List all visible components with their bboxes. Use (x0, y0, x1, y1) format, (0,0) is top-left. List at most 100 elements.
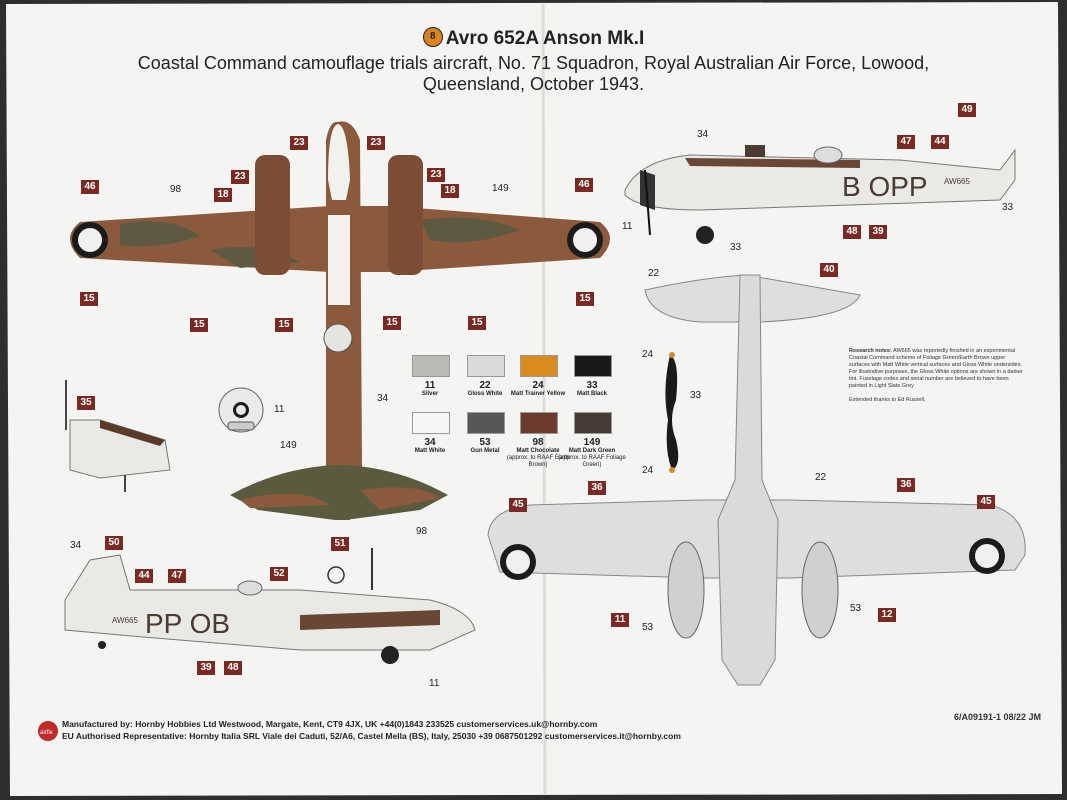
nacelle-right (801, 541, 839, 639)
callout: 44 (931, 135, 949, 149)
callout: 34 (697, 129, 709, 140)
wheel-top (696, 226, 714, 244)
callout: 53 (642, 622, 654, 633)
side-code-bottom: PP OB (145, 608, 230, 639)
callout: 46 (81, 180, 99, 194)
callout: 33 (690, 390, 702, 401)
propeller (665, 355, 679, 470)
callout: 15 (275, 318, 293, 332)
callout: 15 (190, 318, 208, 332)
paint-swatch-149 (574, 412, 612, 434)
callout: 48 (224, 661, 242, 675)
callout: 36 (588, 481, 606, 495)
callout: 53 (850, 603, 862, 614)
nacelle-left (667, 541, 705, 639)
paint-swatch-22 (467, 355, 505, 377)
top-canopy (328, 124, 350, 200)
top-fuselage-glazing (328, 215, 350, 305)
underside-fuselage (717, 274, 779, 686)
top-wing-camo (120, 217, 520, 268)
callout: 149 (492, 183, 509, 194)
print-code: 6/A09191-1 08/22 JM (953, 712, 1041, 722)
paint-swatch-98 (520, 412, 558, 434)
callout: 51 (331, 537, 349, 551)
callout: 48 (843, 225, 861, 239)
callout: 47 (897, 135, 915, 149)
side-view-bottom: PP OB AW665 (64, 548, 476, 664)
paint-swatch-34 (412, 412, 450, 434)
title-text: Avro 652A Anson Mk.I (445, 28, 645, 49)
callout: 11 (274, 404, 285, 415)
callout: 34 (70, 540, 82, 551)
subtitle-line1: Coastal Command camouflage trials aircra… (137, 53, 930, 73)
callout: 18 (214, 188, 232, 202)
airfix-logo (38, 721, 58, 741)
callout: 47 (168, 569, 186, 583)
footer-line1: Manufactured by: Hornby Hobbies Ltd West… (62, 719, 598, 729)
callout: 46 (575, 178, 593, 192)
page-fold (541, 3, 547, 795)
callout: 11 (622, 221, 633, 232)
callout: 15 (80, 292, 98, 306)
callout: 23 (427, 168, 445, 182)
callout: 98 (416, 526, 428, 537)
callout: 49 (958, 103, 976, 117)
callout: 34 (377, 393, 389, 404)
callout: 45 (509, 498, 527, 512)
callout: 39 (869, 225, 887, 239)
callout: 24 (642, 349, 654, 360)
side-code-top: B OPP (842, 171, 928, 202)
callout: 52 (270, 567, 288, 581)
callout: 33 (1002, 202, 1014, 213)
callout: 44 (135, 569, 153, 583)
paint-swatch-53 (467, 412, 505, 434)
callout: 98 (170, 184, 182, 195)
research-notes: Research notes: AW665 was reportedly fin… (849, 348, 1023, 403)
callout: 149 (280, 440, 297, 451)
callout: 36 (897, 478, 915, 492)
callout: 15 (383, 316, 401, 330)
subtitle-line2: Queensland, October 1943. (422, 74, 645, 94)
turret (323, 323, 353, 353)
svg-text:airfix: airfix (40, 730, 53, 736)
callout: 50 (105, 536, 123, 550)
engine-right (388, 155, 423, 275)
paint-swatch-11 (412, 355, 450, 377)
side-view-top: B OPP AW665 (624, 145, 1016, 244)
paint-swatch-33 (574, 355, 612, 377)
callout: 39 (197, 661, 215, 675)
scheme-badge: 8 (422, 26, 443, 47)
callout: 23 (290, 136, 308, 150)
callout: 22 (648, 268, 660, 279)
paint-swatch-24 (520, 355, 558, 377)
svg-text:AW665: AW665 (112, 616, 138, 625)
callout: 15 (576, 292, 594, 306)
callout: 23 (231, 170, 249, 184)
callout: 24 (642, 465, 654, 476)
callout: 12 (878, 608, 896, 622)
callout: 18 (441, 184, 459, 198)
engine-left (255, 155, 290, 275)
callout: 11 (429, 678, 440, 689)
callout: 45 (977, 495, 995, 509)
svg-text:AW665: AW665 (944, 177, 970, 186)
callout: 35 (77, 396, 95, 410)
top-view-aircraft (70, 121, 610, 520)
footer-line2: EU Authorised Representative: Hornby Ita… (62, 731, 681, 741)
callout: 15 (468, 316, 486, 330)
callout: 23 (367, 136, 385, 150)
callout: 33 (730, 242, 742, 253)
callout: 22 (815, 472, 827, 483)
callout: 11 (611, 613, 629, 627)
